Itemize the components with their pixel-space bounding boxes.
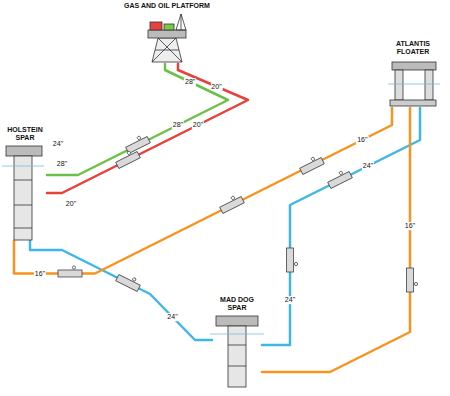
floater-illustration xyxy=(388,62,440,106)
mad-dog-spar-illustration-part xyxy=(210,334,264,335)
mad-dog-spar-illustration-part xyxy=(216,316,258,326)
pipe-diameter: 24" xyxy=(362,162,374,170)
sled-group-part-part xyxy=(328,172,353,189)
facility-name: GAS AND OIL PLATFORM xyxy=(112,2,222,10)
pipe-diameter: 28" xyxy=(172,121,184,129)
pipe-diameter: 28" xyxy=(56,160,68,168)
sled-group-part-part xyxy=(294,262,297,265)
holstein-spar-illustration-part xyxy=(2,166,44,167)
holstein-spar-illustration xyxy=(2,146,44,240)
sled-group-part-part xyxy=(300,158,325,175)
facility-node: HOLSTEIN SPAR xyxy=(3,126,47,241)
sled-group-part xyxy=(114,148,140,169)
mad-dog-spar-illustration-part xyxy=(228,326,246,387)
platform-illustration xyxy=(148,14,186,62)
pipeline xyxy=(262,108,420,345)
facility-node: ATLANTIS FLOATER xyxy=(385,40,441,108)
sled-group-part-part xyxy=(58,270,82,277)
platform-illustration-part xyxy=(164,24,174,30)
sled-group-part-part xyxy=(311,157,315,161)
floater-illustration-part xyxy=(425,70,433,100)
pipe-diameter: 16" xyxy=(404,222,416,230)
facility-name: ATLANTIS FLOATER xyxy=(385,40,441,56)
mad-dog-spar-illustration-part xyxy=(228,366,246,367)
facility-node: GAS AND OIL PLATFORM xyxy=(112,2,222,64)
floater-illustration-part xyxy=(390,100,436,106)
pipe-diameter: 28" xyxy=(184,78,196,86)
sled-group-part-part xyxy=(72,266,75,269)
pipe-diameter: 24" xyxy=(166,313,178,321)
sled-group-part xyxy=(407,268,418,292)
floater-illustration-part xyxy=(388,84,440,85)
sled-group-part xyxy=(287,248,298,272)
floater-illustration-part xyxy=(392,62,436,70)
mad-dog-spar-illustration xyxy=(210,316,264,387)
pipe-diameter: 24" xyxy=(284,296,296,304)
pipeline xyxy=(30,241,212,340)
sled-group xyxy=(58,133,418,292)
sled-group-part-part xyxy=(339,171,343,175)
pipeline xyxy=(47,64,248,193)
holstein-spar-illustration-part xyxy=(14,228,32,229)
pipeline xyxy=(262,108,410,372)
facility-name: MAD DOG SPAR xyxy=(212,296,262,312)
mad-dog-spar-illustration-part xyxy=(228,345,246,346)
sled-group-part xyxy=(298,154,324,175)
sled-group-part-part xyxy=(414,282,417,285)
sled-group-part-part xyxy=(220,197,245,214)
platform-illustration-part xyxy=(176,14,186,30)
holstein-spar-illustration-part xyxy=(14,180,32,181)
platform-illustration-part xyxy=(148,30,186,38)
platform-illustration-part xyxy=(150,22,162,30)
holstein-spar-illustration-part xyxy=(14,205,32,206)
pipe-diameter: 20" xyxy=(192,121,204,129)
floater-illustration-part xyxy=(395,70,403,100)
sled-group-part-part xyxy=(116,275,141,292)
pipeline xyxy=(14,108,392,274)
sled-group-part-part xyxy=(287,248,294,272)
sled-group-part xyxy=(58,266,82,277)
platform-illustration-part xyxy=(152,38,182,62)
facility-name: HOLSTEIN SPAR xyxy=(3,126,47,142)
sled-group-part xyxy=(124,133,150,154)
pipe-diameter: 16" xyxy=(356,136,368,144)
facility-node: MAD DOG SPAR xyxy=(212,296,262,388)
holstein-spar-illustration-part xyxy=(14,156,32,240)
sled-group-part-part xyxy=(116,152,141,169)
pipe-diameter: 16" xyxy=(34,270,46,278)
platform-illustration-part xyxy=(155,50,179,51)
sled-group-part xyxy=(218,193,244,214)
sled-group-part xyxy=(326,168,352,189)
sled-group-part-part xyxy=(231,196,235,200)
sled-group-part-part xyxy=(132,277,136,281)
pipe-diameter: 20" xyxy=(210,83,222,91)
sled-group-part-part xyxy=(137,136,141,140)
platform-illustration-part xyxy=(181,14,182,30)
pipe-diameter: 20" xyxy=(65,200,77,208)
holstein-spar-illustration-part xyxy=(6,146,42,156)
sled-group-part xyxy=(116,271,142,292)
pipe-diameter: 24" xyxy=(52,140,64,148)
sled-group-part-part xyxy=(407,268,414,292)
sled-group-part-part xyxy=(127,151,131,155)
